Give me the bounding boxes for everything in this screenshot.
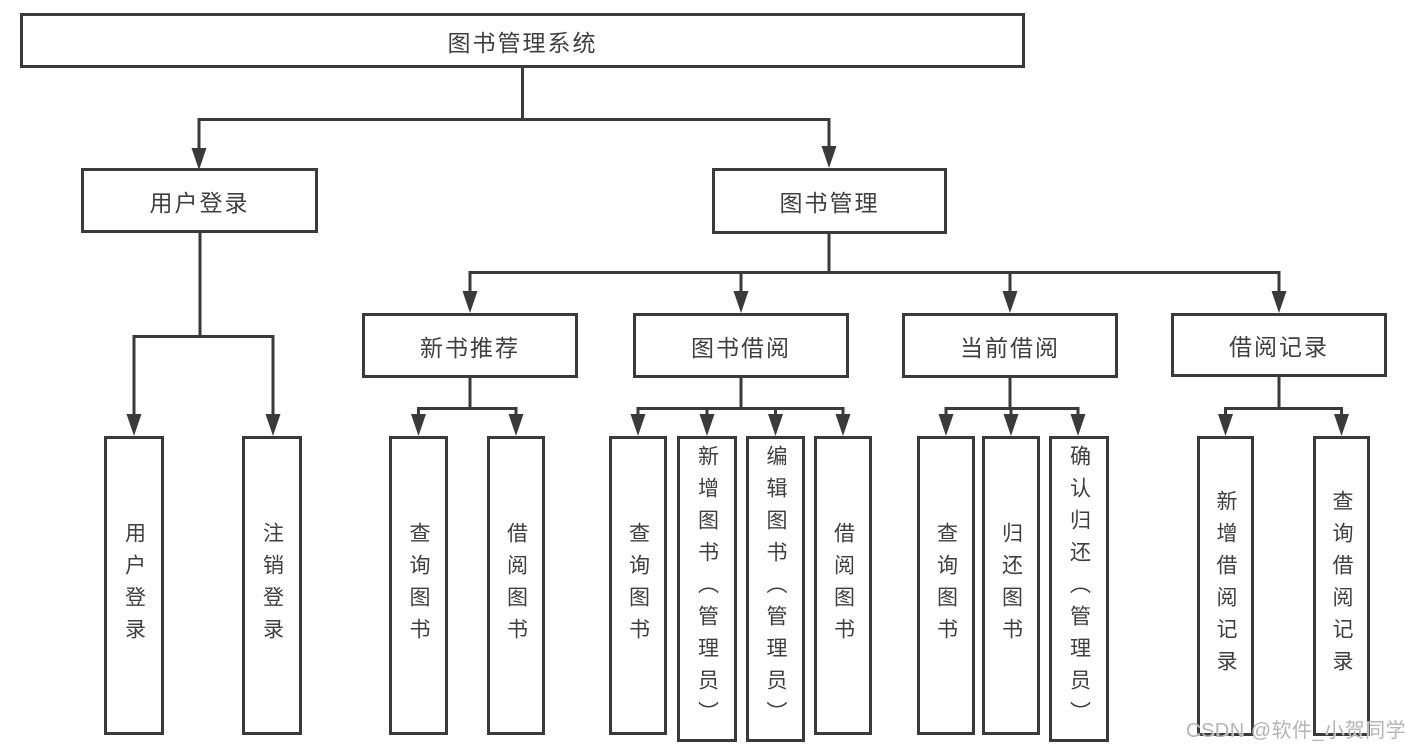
connectors-user-login bbox=[126, 233, 281, 436]
connectors-root bbox=[191, 68, 837, 170]
leaf-user-login: 用户登录 bbox=[104, 436, 164, 735]
connectors-book-borrowing bbox=[630, 378, 851, 436]
leaf-user-login-label: 用户登录 bbox=[122, 521, 146, 650]
leaf-return-books: 归还图书 bbox=[982, 436, 1040, 735]
leaf-edit-books-admin: 编辑图书（管理员） bbox=[746, 436, 805, 742]
leaf-return-books-label: 归还图书 bbox=[999, 521, 1023, 650]
leaf-logout: 注销登录 bbox=[242, 436, 302, 735]
leaf-edit-books-admin-label: 编辑图书（管理员） bbox=[764, 445, 787, 733]
leaf-borrow-books-rec: 借阅图书 bbox=[487, 436, 545, 735]
node-root: 图书管理系统 bbox=[20, 13, 1025, 68]
connectors-borrowing-records bbox=[1218, 377, 1349, 436]
connectors-book-mgmt bbox=[462, 234, 1287, 313]
leaf-add-books-admin: 新增图书（管理员） bbox=[677, 436, 737, 742]
connectors-new-book-rec bbox=[411, 378, 524, 436]
leaf-borrow-books-rec-label: 借阅图书 bbox=[504, 521, 528, 650]
leaf-add-borrow-record-label: 新增借阅记录 bbox=[1214, 490, 1237, 682]
node-current-borrowing: 当前借阅 bbox=[902, 313, 1118, 378]
csdn-watermark: CSDN @软件_小贺同学 bbox=[1186, 720, 1405, 742]
leaf-confirm-return-admin: 确认归还（管理员） bbox=[1049, 436, 1109, 742]
leaf-query-borrow-record-label: 查询借阅记录 bbox=[1330, 490, 1353, 682]
leaf-borrow-books-borrowing-label: 借阅图书 bbox=[831, 521, 855, 650]
leaf-logout-label: 注销登录 bbox=[260, 521, 284, 650]
leaf-query-books-borrowing-label: 查询图书 bbox=[626, 521, 650, 650]
leaf-borrow-books-borrowing: 借阅图书 bbox=[814, 436, 872, 735]
node-book-mgmt: 图书管理 bbox=[712, 168, 947, 234]
node-new-book-rec: 新书推荐 bbox=[362, 313, 578, 378]
leaf-query-books-rec-label: 查询图书 bbox=[407, 521, 430, 650]
node-user-login: 用户登录 bbox=[81, 168, 318, 233]
leaf-confirm-return-admin-label: 确认归还（管理员） bbox=[1067, 445, 1091, 733]
node-book-borrowing: 图书借阅 bbox=[633, 313, 849, 378]
leaf-add-books-admin-label: 新增图书（管理员） bbox=[695, 445, 719, 733]
connectors-current-borrowing bbox=[938, 378, 1086, 436]
leaf-query-books-rec: 查询图书 bbox=[389, 436, 448, 735]
leaf-add-borrow-record: 新增借阅记录 bbox=[1197, 436, 1254, 736]
leaf-query-books-borrowing: 查询图书 bbox=[609, 436, 667, 735]
leaf-query-books-current: 查询图书 bbox=[917, 436, 975, 735]
leaf-query-borrow-record: 查询借阅记录 bbox=[1313, 436, 1370, 736]
leaf-query-books-current-label: 查询图书 bbox=[934, 521, 958, 650]
node-borrowing-records: 借阅记录 bbox=[1171, 313, 1387, 377]
